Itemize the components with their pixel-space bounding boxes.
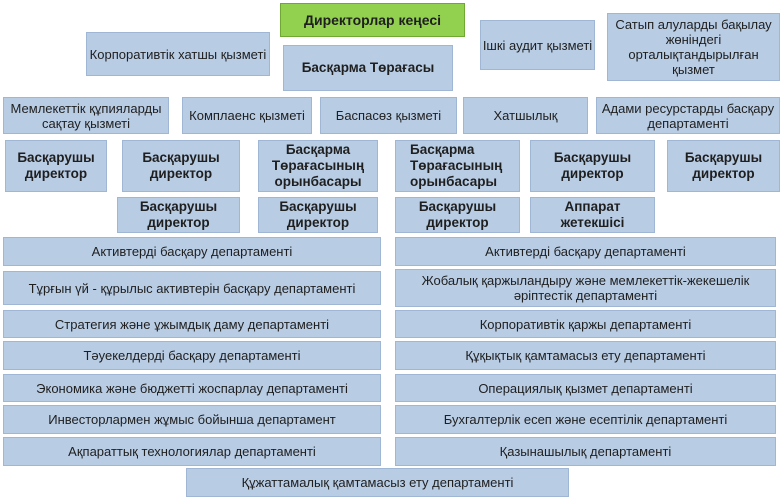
right-dept-3: Корпоративтік қаржы департаменті [395, 310, 776, 338]
left-dept-7: Ақпараттық технологиялар департаменті [3, 437, 381, 466]
compliance-label: Комплаенс қызметі [189, 108, 305, 123]
managing-director-1: Басқарушы директор [5, 140, 107, 192]
managing-director-7-label: Басқарушы директор [418, 199, 497, 230]
right-dept-6-label: Бухгалтерлік есеп және есептілік департа… [443, 412, 728, 427]
internal-audit-service: Ішкі аудит қызметі [480, 20, 595, 70]
board-label: Директорлар кеңесі [304, 11, 441, 28]
left-dept-4: Тәуекелдерді басқару департаменті [3, 341, 381, 370]
corporate-secretary-service: Корпоративтік хатшы қызметі [86, 32, 270, 76]
left-dept-2-label: Тұрғын үй - құрылыс активтерін басқару д… [28, 280, 356, 296]
managing-director-2: Басқарушы директор [122, 140, 240, 192]
secretariat-label: Хатшылық [493, 108, 558, 123]
documents-dept-label: Құжаттамалық қамтамасыз ету департаменті [241, 475, 514, 490]
procurement-control-center: Сатып алуларды бақылау жөніндегі орталық… [607, 13, 780, 81]
right-dept-7: Қазынашылық департаменті [395, 437, 776, 466]
left-dept-5-label: Экономика және бюджетті жоспарлау департ… [36, 380, 348, 396]
deputy-chairman-1: Басқарма Төрағасының орынбасары [258, 140, 378, 192]
state-secrets-service: Мемлекеттік құпияларды сақтау қызметі [3, 97, 169, 134]
corporate-secretary-label: Корпоративтік хатшы қызметі [89, 46, 267, 62]
deputy-chairman-2: Басқарма Төрағасының орынбасары [395, 140, 520, 192]
managing-director-3-label: Басқарушы директор [553, 150, 632, 181]
managing-director-2-label: Басқарушы директор [142, 150, 220, 181]
right-dept-5: Операциялық қызмет департаменті [395, 374, 776, 402]
right-dept-1-label: Активтерді басқару департаменті [485, 244, 686, 259]
hr-label: Адами ресурстарды басқару департаменті [601, 100, 775, 131]
left-dept-1: Активтерді басқару департаменті [3, 237, 381, 266]
press-service: Баспасөз қызметі [320, 97, 457, 134]
press-label: Баспасөз қызметі [335, 108, 442, 123]
managing-director-4-label: Басқарушы директор [684, 150, 763, 181]
deputy-chairman-1-label: Басқарма Төрағасының орынбасары [271, 142, 365, 189]
right-dept-2-label: Жобалық қаржыландыру және мемлекеттік-же… [421, 273, 750, 303]
hr-department: Адами ресурстарды басқару департаменті [596, 97, 780, 134]
right-dept-5-label: Операциялық қызмет департаменті [478, 380, 693, 396]
managing-director-3: Басқарушы директор [530, 140, 655, 192]
left-dept-2: Тұрғын үй - құрылыс активтерін басқару д… [3, 271, 381, 305]
managing-director-7: Басқарушы директор [395, 197, 520, 233]
right-dept-4-label: Құқықтық қамтамасыз ету департаменті [465, 348, 706, 363]
left-dept-5: Экономика және бюджетті жоспарлау департ… [3, 374, 381, 402]
internal-audit-label: Ішкі аудит қызметі [482, 37, 593, 53]
right-dept-3-label: Корпоративтік қаржы департаменті [479, 316, 692, 332]
chief-of-staff-label: Аппарат жетекшісі [560, 199, 625, 230]
documents-department: Құжаттамалық қамтамасыз ету департаменті [186, 468, 569, 497]
right-dept-6: Бухгалтерлік есеп және есептілік департа… [395, 405, 776, 434]
left-dept-4-label: Тәуекелдерді басқару департаменті [83, 348, 301, 363]
left-dept-7-label: Ақпараттық технологиялар департаменті [68, 444, 316, 459]
chairman-label: Басқарма Төрағасы [301, 60, 435, 75]
secretariat: Хатшылық [463, 97, 588, 134]
right-dept-1: Активтерді басқару департаменті [395, 237, 776, 266]
managing-director-5: Басқарушы директор [117, 197, 240, 233]
left-dept-1-label: Активтерді басқару департаменті [91, 244, 293, 259]
managing-director-6: Басқарушы директор [258, 197, 378, 233]
chief-of-staff: Аппарат жетекшісі [530, 197, 655, 233]
right-dept-7-label: Қазынашылық департаменті [499, 444, 672, 459]
right-dept-2: Жобалық қаржыландыру және мемлекеттік-же… [395, 269, 776, 307]
state-secrets-label: Мемлекеттік құпияларды сақтау қызметі [10, 100, 162, 131]
left-dept-3: Стратегия және ұжымдық даму департаменті [3, 310, 381, 338]
left-dept-3-label: Стратегия және ұжымдық даму департаменті [54, 316, 330, 332]
deputy-chairman-2-label: Басқарма Төрағасының орынбасары [410, 142, 503, 189]
managing-director-5-label: Басқарушы директор [139, 199, 218, 230]
managing-director-4: Басқарушы директор [667, 140, 780, 192]
board-of-directors: Директорлар кеңесі [280, 3, 465, 37]
right-dept-4: Құқықтық қамтамасыз ету департаменті [395, 341, 776, 370]
left-dept-6: Инвесторлармен жұмыс бойынша департамент [3, 405, 381, 434]
left-dept-6-label: Инвесторлармен жұмыс бойынша департамент [48, 412, 336, 427]
compliance-service: Комплаенс қызметі [182, 97, 312, 134]
chairman-of-board: Басқарма Төрағасы [283, 45, 453, 91]
managing-director-6-label: Басқарушы директор [279, 199, 357, 230]
procurement-center-label: Сатып алуларды бақылау жөніндегі орталық… [615, 17, 772, 77]
managing-director-1-label: Басқарушы директор [17, 150, 95, 181]
